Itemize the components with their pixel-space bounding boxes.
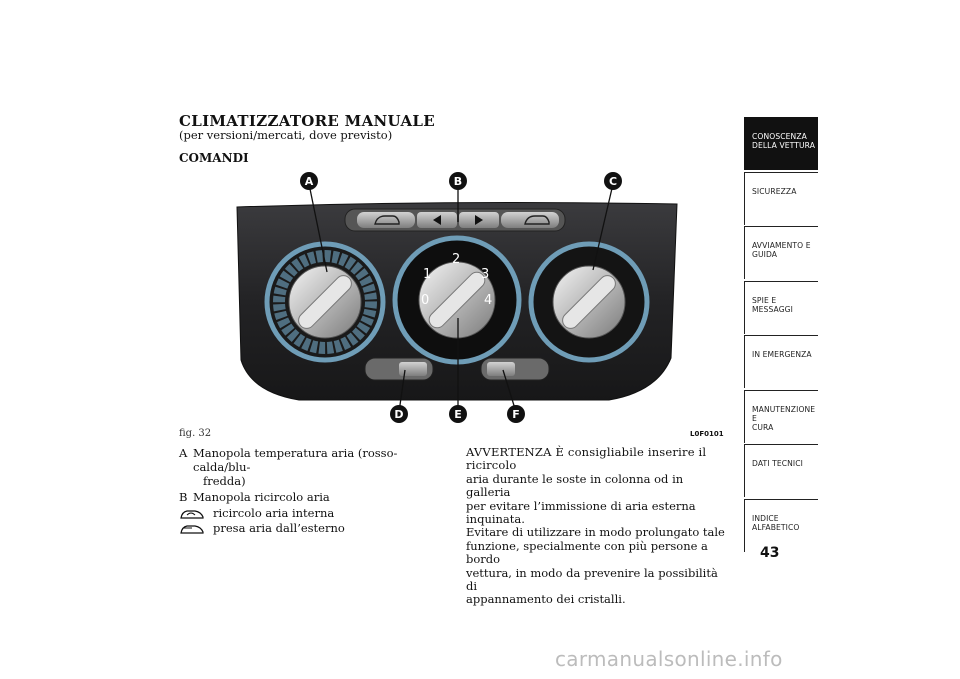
watermark: carmanualsonline.info <box>555 647 783 671</box>
legend-item-b: B Manopola ricircolo aria <box>179 490 330 504</box>
legend-sub-internal: ricircolo aria interna <box>179 506 441 521</box>
callout-label: A <box>305 175 314 188</box>
fan-number: 4 <box>484 293 492 308</box>
internal-recirculation-icon <box>180 510 204 519</box>
top-fresh-air-icon <box>524 215 550 225</box>
page-title: CLIMATIZZATORE MANUALE <box>179 112 435 130</box>
tab-dati-tecnici[interactable]: DATI TECNICI <box>744 444 818 497</box>
callout-a <box>300 172 318 190</box>
callout-label: D <box>394 408 403 421</box>
legend-sub-external: presa aria dall’esterno <box>179 521 441 536</box>
figure-code: L0F0101 <box>690 430 724 438</box>
callout-b <box>449 172 467 190</box>
callout-e <box>449 405 467 423</box>
legend: A Manopola temperatura aria (rosso-calda… <box>179 446 441 536</box>
ac-button-figure <box>480 357 550 381</box>
fan-number: 1 <box>423 267 431 282</box>
callout-label: F <box>512 408 520 421</box>
temperature-knob <box>264 241 386 363</box>
warning-paragraph: AVVERTENZA È consigliabile inserire il r… <box>466 445 725 607</box>
callout-label: C <box>609 175 617 188</box>
callout-label: B <box>454 175 462 188</box>
callout-d <box>390 405 408 423</box>
fan-number: 0 <box>421 293 429 308</box>
figure-caption: fig. 32 <box>179 428 212 439</box>
climate-panel-figure: 0 1 2 3 4 A B C D E F <box>236 172 678 423</box>
page-number: 43 <box>760 545 780 561</box>
fan-number: 2 <box>452 252 460 267</box>
tab-spie[interactable]: SPIE E MESSAGGI <box>744 280 818 334</box>
fan-speed-knob: 0 1 2 3 4 <box>392 235 522 365</box>
page-subtitle: (per versioni/mercati, dove previsto) <box>179 128 393 142</box>
legend-item-a: A Manopola temperatura aria (rosso-calda… <box>179 446 398 488</box>
fan-number: 3 <box>481 267 489 282</box>
top-recirculation-icon <box>374 215 400 225</box>
callout-label: E <box>454 408 462 421</box>
section-heading: COMANDI <box>179 151 249 165</box>
external-air-intake-icon <box>180 525 204 534</box>
air-distribution-knob <box>528 241 650 363</box>
callout-c <box>604 172 622 190</box>
callout-f <box>507 405 525 423</box>
tab-emergenza[interactable]: IN EMERGENZA <box>744 335 818 388</box>
rear-defrost-button-figure <box>364 357 434 381</box>
tab-sicurezza[interactable]: SICUREZZA <box>744 171 818 225</box>
